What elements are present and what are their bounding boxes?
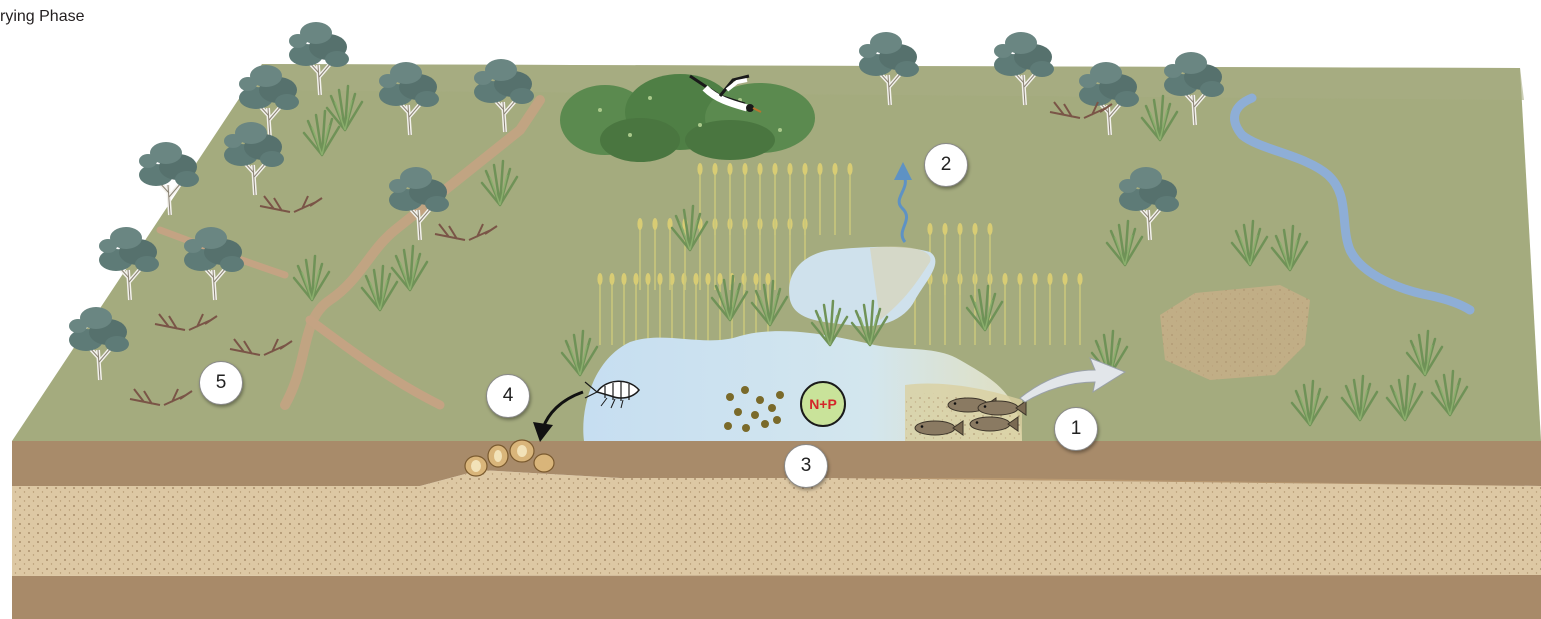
soil-bottom-layer bbox=[12, 575, 1541, 619]
diagram-title: rying Phase bbox=[0, 7, 85, 27]
marker-1: 1 bbox=[1054, 407, 1098, 451]
nutrient-badge: N+P bbox=[800, 381, 846, 427]
marker-5: 5 bbox=[199, 361, 243, 405]
marker-3: 3 bbox=[784, 444, 828, 488]
marker-4: 4 bbox=[486, 374, 530, 418]
marker-2: 2 bbox=[924, 143, 968, 187]
shrub-cluster bbox=[560, 74, 815, 162]
